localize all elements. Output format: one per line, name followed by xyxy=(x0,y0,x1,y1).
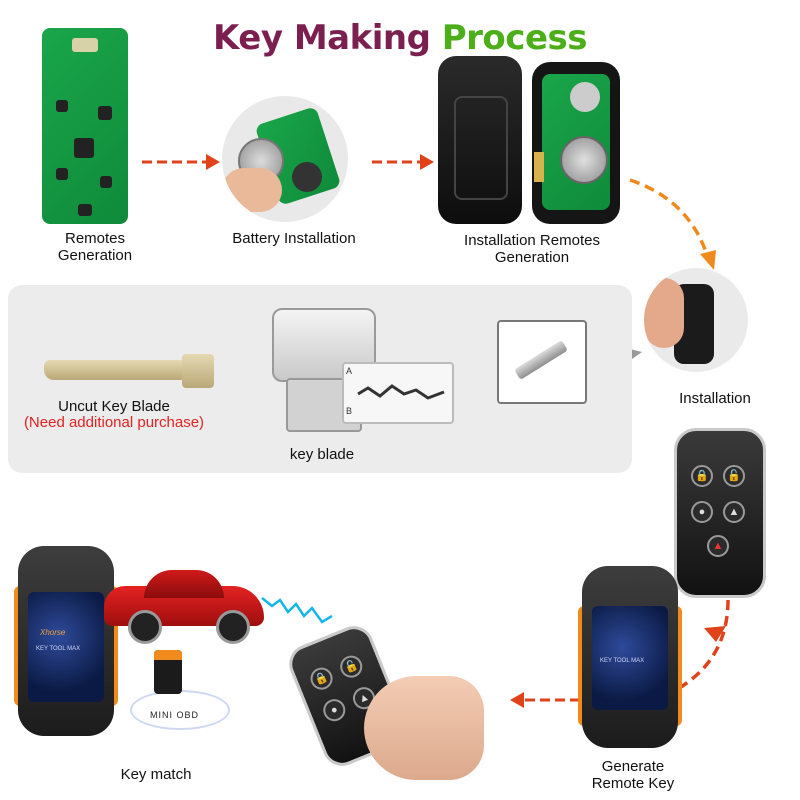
mini-obd-label: MINI OBD xyxy=(150,710,200,720)
page-title: Key Making Process xyxy=(0,18,800,58)
step-remotes-generation-caption: Remotes Generation xyxy=(57,230,133,264)
need-additional-purchase-note: (Need additional purchase) xyxy=(23,414,205,431)
pcb-board-image xyxy=(42,28,128,224)
uncut-key-blade-caption: Uncut Key Blade xyxy=(58,398,170,415)
arrow-fob-to-device xyxy=(675,599,730,692)
key-tool-max-device-right: KEY TOOL MAX xyxy=(578,566,682,748)
arrow-head-2 xyxy=(420,154,434,170)
device-brand-left: Xhorse xyxy=(40,628,66,637)
step-installation-remotes-generation-caption: Installation Remotes Generation xyxy=(464,232,600,266)
title-part-1: Key Making xyxy=(213,18,442,58)
title-part-2: Process xyxy=(441,18,588,58)
arrow-step3-to-installation xyxy=(629,178,710,259)
device-model-right: KEY TOOL MAX xyxy=(600,658,645,664)
arrow-head-1 xyxy=(206,154,220,170)
key-tool-max-device-left: Xhorse KEY TOOL MAX xyxy=(14,546,118,736)
arrow-head-4 xyxy=(704,626,726,642)
cut-blade-image xyxy=(497,320,587,404)
track-a-label: A xyxy=(346,366,353,376)
device-model-left: KEY TOOL MAX xyxy=(36,646,81,652)
step-generate-remote-key-caption: Generate Remote Key xyxy=(591,758,675,792)
uncut-key-blade-image xyxy=(44,354,214,388)
hand-image xyxy=(364,676,484,780)
track-b-label: B xyxy=(346,406,353,416)
red-car-image xyxy=(104,560,264,644)
blade-decoding-chart: A B xyxy=(342,362,454,424)
step-installation-caption: Installation xyxy=(679,390,751,407)
battery-installation-image xyxy=(222,96,348,222)
smart-key-fob-image: 🔒 🔓 ● ▲ ▲ xyxy=(674,428,766,598)
step-battery-installation-caption: Battery Installation xyxy=(232,230,356,247)
step-key-match-caption: Key match xyxy=(120,766,192,783)
signal-wave xyxy=(261,597,333,624)
installation-image xyxy=(644,268,748,372)
open-key-shell-image xyxy=(438,56,628,230)
arrow-head-3 xyxy=(700,250,716,270)
arrow-head-5 xyxy=(510,692,524,708)
key-blade-caption: key blade xyxy=(289,446,355,463)
mini-obd-adapter-image xyxy=(124,650,232,730)
